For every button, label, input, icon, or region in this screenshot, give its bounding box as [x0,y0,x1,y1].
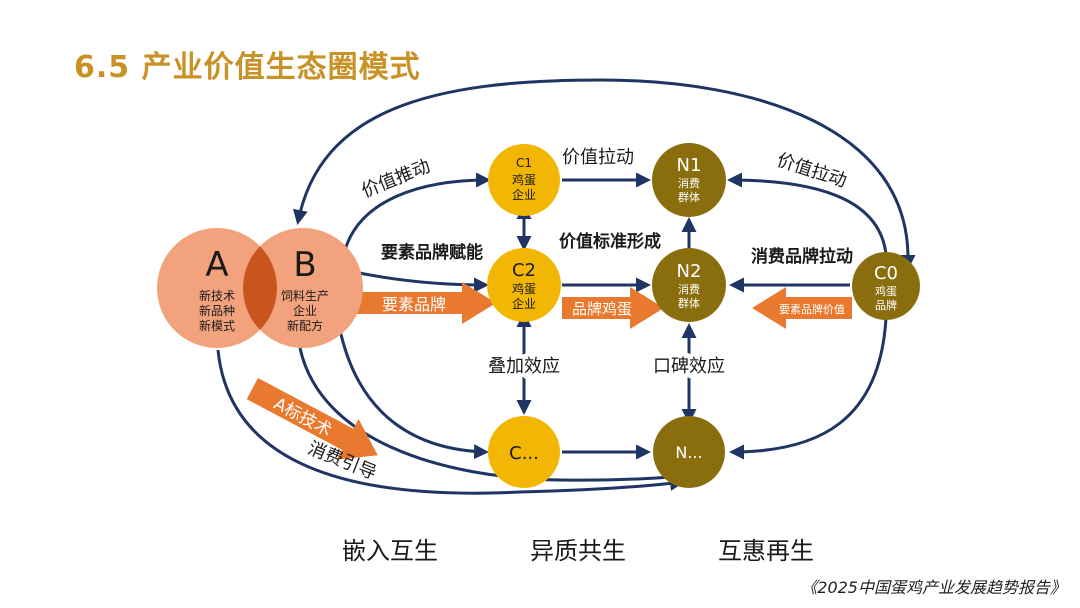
arrow-b-c2 [344,268,489,293]
circle-b-line-1: 饲料生产 [281,289,329,303]
outer-arc-top [292,78,916,270]
node-n2 [652,248,726,322]
node-c0-line-1: 鸡蛋 [875,284,897,298]
label-consumer-brand-pull: 消费品牌拉动 [751,246,853,267]
node-c0-line-2: 品牌 [875,298,897,312]
node-c0-id: C0 [874,263,898,284]
arrow-c0-n1 [727,172,888,255]
element-brand-arrow [345,282,496,324]
node-c1-id: C1 [516,156,532,170]
c-nodes: C1 鸡蛋 企业 C2 鸡蛋 企业 C... [487,144,561,488]
circle-b-letter: B [293,245,316,285]
brand-egg-arrow [562,287,664,329]
bottom-phrase-3: 互惠再生 [718,537,814,565]
node-cx-id: C... [509,443,539,464]
element-brand-value-arrow [752,287,852,329]
circle-a-line-3: 新模式 [199,318,235,333]
c0-node: C0 鸡蛋 品牌 [852,252,920,320]
label-stack-effect: 叠加效应 [488,356,560,377]
node-n1-id: N1 [677,155,702,176]
node-cx [488,416,560,488]
bottom-phrase-2: 异质共生 [530,537,626,565]
arrow-a-nx [216,349,685,495]
circle-b-line-3: 新配方 [287,318,323,333]
node-c1-line-1: 鸡蛋 [512,172,536,187]
node-n2-line-1: 消费 [678,282,700,296]
circle-b-line-2: 企业 [293,303,317,318]
page-title: 6.5 产业价值生态圈模式 [74,50,421,85]
node-n1-line-1: 消费 [678,176,700,190]
node-c1 [488,144,560,216]
node-c2-line-2: 企业 [512,296,536,311]
ab-circles: A 新技术 新品种 新模式 B 饲料生产 企业 新配方 [157,228,363,348]
label-word-of-mouth: 口碑效应 [653,356,725,377]
node-c2-line-1: 鸡蛋 [512,281,536,296]
node-n1 [652,143,726,217]
circle-a-letter: A [205,245,228,285]
node-c0 [852,252,920,320]
node-c2 [487,248,561,322]
node-n2-id: N2 [677,261,702,282]
node-n2-line-2: 群体 [678,296,700,310]
label-element-brand-empower: 要素品牌赋能 [381,242,483,263]
arrow-b-c1 [343,172,491,251]
n-nodes: N1 消费 群体 N2 消费 群体 N... [652,143,726,488]
report-source-footer: 《2025中国蛋鸡产业发展趋势报告》 [801,578,1066,597]
node-nx-id: N... [675,443,702,462]
arrow-c0-nx [729,317,888,460]
arrow-b-cx [338,329,489,460]
node-n1-line-2: 群体 [678,190,700,204]
element-brand-value-arrow-label: 要素品牌价值 [779,302,845,316]
circle-a-line-2: 新品种 [199,303,235,318]
a-standard-tech-arrow [246,378,378,460]
bottom-phrases: 嵌入互生 异质共生 互惠再生 [342,537,814,565]
label-value-pull-top: 价值拉动 [562,147,634,168]
circle-a [157,228,277,348]
bottom-phrase-1: 嵌入互生 [342,537,438,565]
label-value-standard: 价值标准形成 [559,231,661,252]
circle-a-line-1: 新技术 [199,288,235,303]
node-c1-line-2: 企业 [512,187,536,202]
node-c2-id: C2 [512,260,536,281]
circle-b [243,228,363,348]
brand-egg-arrow-label: 品牌鸡蛋 [572,300,632,318]
label-value-pull-right: 价值拉动 [774,150,849,192]
node-nx [653,416,725,488]
element-brand-arrow-label: 要素品牌 [382,295,446,314]
